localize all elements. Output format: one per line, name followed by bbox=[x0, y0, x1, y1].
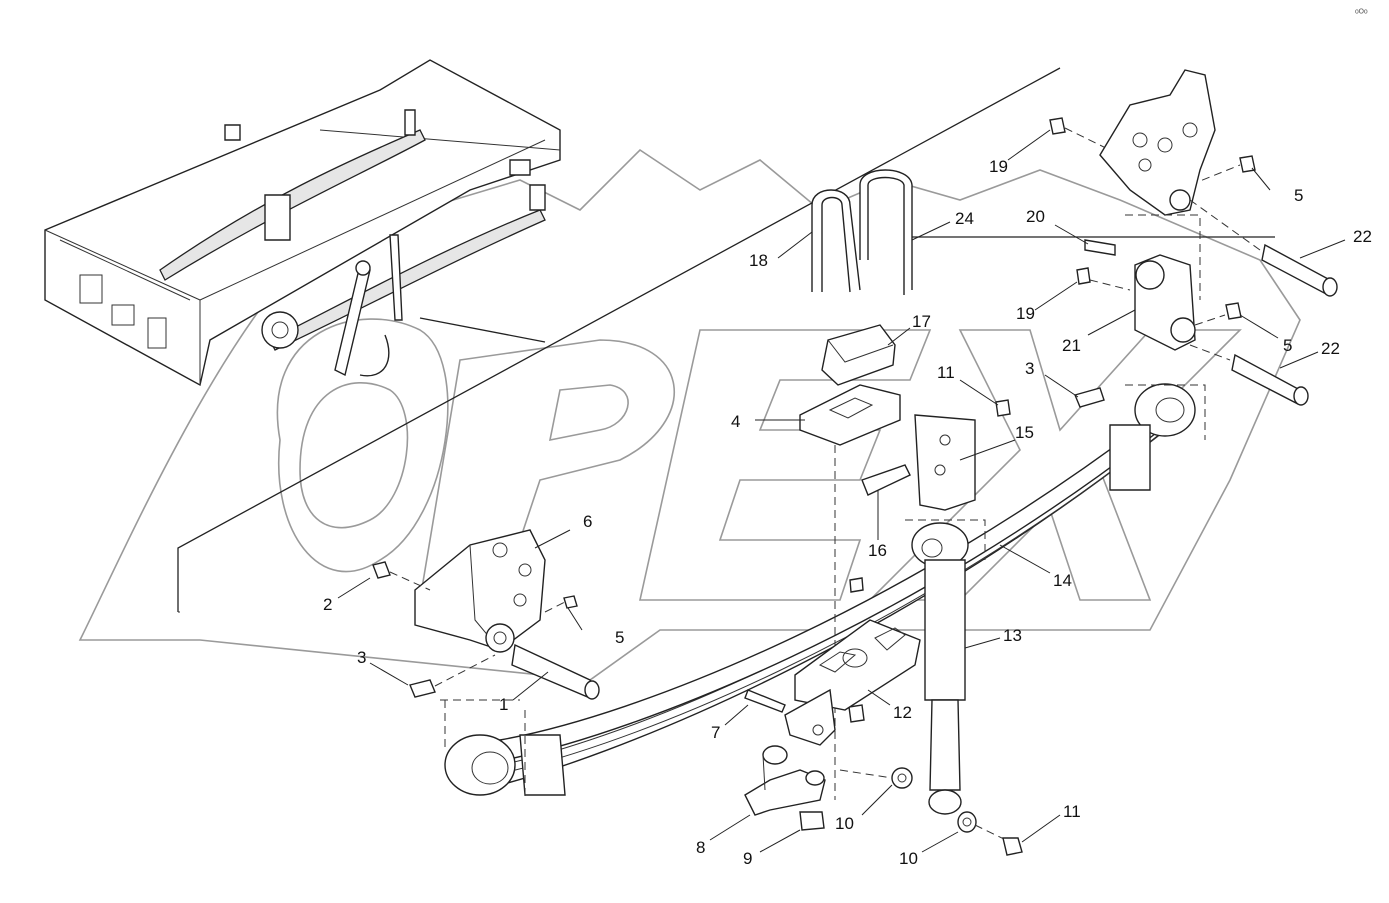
callout-24: 24 bbox=[955, 209, 974, 228]
callout-5-rear-lower: 5 bbox=[1283, 336, 1292, 355]
callout-3-rear: 3 bbox=[1025, 359, 1034, 378]
callout-10-right: 10 bbox=[899, 849, 918, 868]
callout-5-front: 5 bbox=[615, 628, 624, 647]
callout-13: 13 bbox=[1003, 626, 1022, 645]
callout-20: 20 bbox=[1026, 207, 1045, 226]
callout-7: 7 bbox=[711, 723, 720, 742]
callout-1: 1 bbox=[499, 695, 508, 714]
callout-9: 9 bbox=[743, 849, 752, 868]
shock-absorber bbox=[905, 414, 986, 815]
callout-12: 12 bbox=[893, 703, 912, 722]
callout-11-upper: 11 bbox=[937, 363, 955, 382]
callout-4: 4 bbox=[731, 412, 740, 431]
callout-17: 17 bbox=[912, 312, 931, 331]
callout-labels: 1 2 3 3 4 5 5 5 6 7 8 9 10 10 11 11 12 1… bbox=[323, 157, 1372, 868]
chassis-frame-inset bbox=[44, 59, 561, 387]
callout-2: 2 bbox=[323, 595, 332, 614]
callout-19-upper: 19 bbox=[989, 157, 1008, 176]
fasteners bbox=[372, 117, 1256, 856]
callout-19-lower: 19 bbox=[1016, 304, 1035, 323]
callout-21: 21 bbox=[1062, 336, 1081, 355]
callout-15: 15 bbox=[1015, 423, 1034, 442]
callout-6: 6 bbox=[583, 512, 592, 531]
callout-16: 16 bbox=[868, 541, 887, 560]
callout-18: 18 bbox=[749, 251, 768, 270]
u-bolts-and-bump-stop bbox=[799, 169, 913, 800]
corner-mark: ᵒᴼᵒ bbox=[1355, 8, 1368, 19]
leaf-spring-assembly bbox=[444, 383, 1206, 800]
callout-3-front: 3 bbox=[357, 648, 366, 667]
callout-5-rear-upper: 5 bbox=[1294, 186, 1303, 205]
front-hanger-bracket bbox=[414, 529, 600, 701]
callout-8: 8 bbox=[696, 838, 705, 857]
callout-14: 14 bbox=[1053, 571, 1072, 590]
leader-lines bbox=[337, 129, 1346, 853]
reference-lines bbox=[177, 67, 1275, 613]
callout-10-left: 10 bbox=[835, 814, 854, 833]
axle-seat-and-lower-bracket bbox=[744, 619, 921, 816]
callout-22-lower: 22 bbox=[1321, 339, 1340, 358]
callout-11-lower: 11 bbox=[1063, 802, 1081, 821]
rear-hanger-and-shackle bbox=[1099, 69, 1338, 406]
callout-22-upper: 22 bbox=[1353, 227, 1372, 246]
